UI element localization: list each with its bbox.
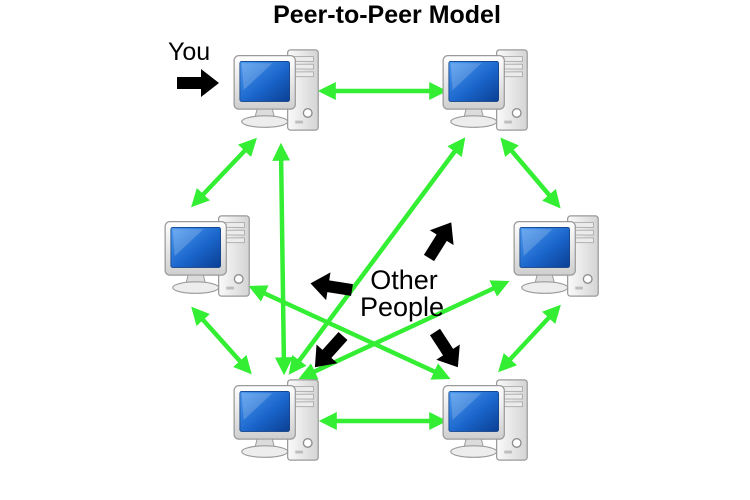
connection-you-bottom-left <box>272 142 293 376</box>
other-people-arrows <box>310 222 460 368</box>
computer-icon-bottom-right <box>442 379 528 461</box>
computers <box>164 49 599 461</box>
computer-icon-middle-right <box>513 215 599 297</box>
arrow-to-top-right-icon <box>423 222 454 262</box>
connection-middle-left-bottom-left <box>191 306 252 375</box>
connections <box>191 82 561 430</box>
connection-middle-right-bottom-right <box>498 304 561 373</box>
other-people-line-2: People <box>360 292 444 322</box>
arrow-to-bottom-left-icon <box>314 331 348 368</box>
arrow-to-bottom-right-icon <box>429 328 460 368</box>
computer-icon-you <box>233 49 319 131</box>
you-label: You <box>168 38 210 66</box>
page-title: Peer-to-Peer Model <box>273 1 501 29</box>
arrow-to-middle-left-icon <box>310 272 353 301</box>
other-people-line-1: Other <box>370 265 438 295</box>
connection-you-middle-left <box>191 137 257 208</box>
you-arrow-icon <box>177 69 219 97</box>
other-people-label: Other People <box>360 265 444 322</box>
computer-icon-middle-left <box>164 215 250 297</box>
connection-middle-right-bottom-left <box>298 280 510 380</box>
computer-icon-bottom-left <box>233 379 319 461</box>
computer-icon-top-right <box>442 49 528 131</box>
connection-top-right-middle-right <box>500 137 561 209</box>
